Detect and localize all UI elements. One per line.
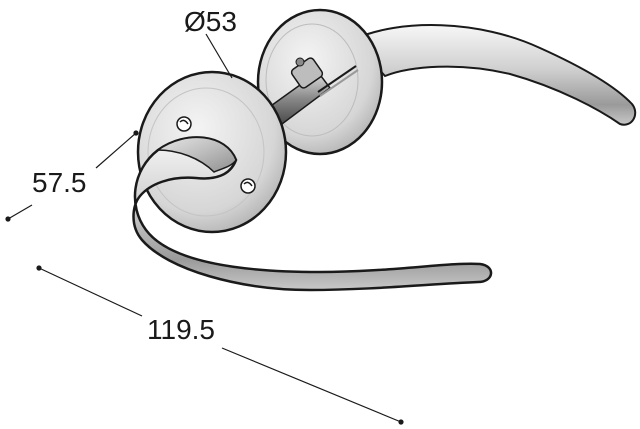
screw-hole-top xyxy=(176,116,192,132)
lever-length-label: 119.5 xyxy=(147,314,215,345)
rose-diameter-label: Ø53 xyxy=(184,6,237,37)
back-lever xyxy=(350,24,637,126)
spindle-assembly xyxy=(266,57,359,126)
projection-label: 57.5 xyxy=(32,167,87,198)
screw-hole-bottom xyxy=(240,178,256,194)
front-lever xyxy=(132,136,493,292)
length-dimension-line xyxy=(36,265,404,425)
projection-dimension-line xyxy=(5,130,139,222)
rose-diameter-leader xyxy=(205,33,233,79)
